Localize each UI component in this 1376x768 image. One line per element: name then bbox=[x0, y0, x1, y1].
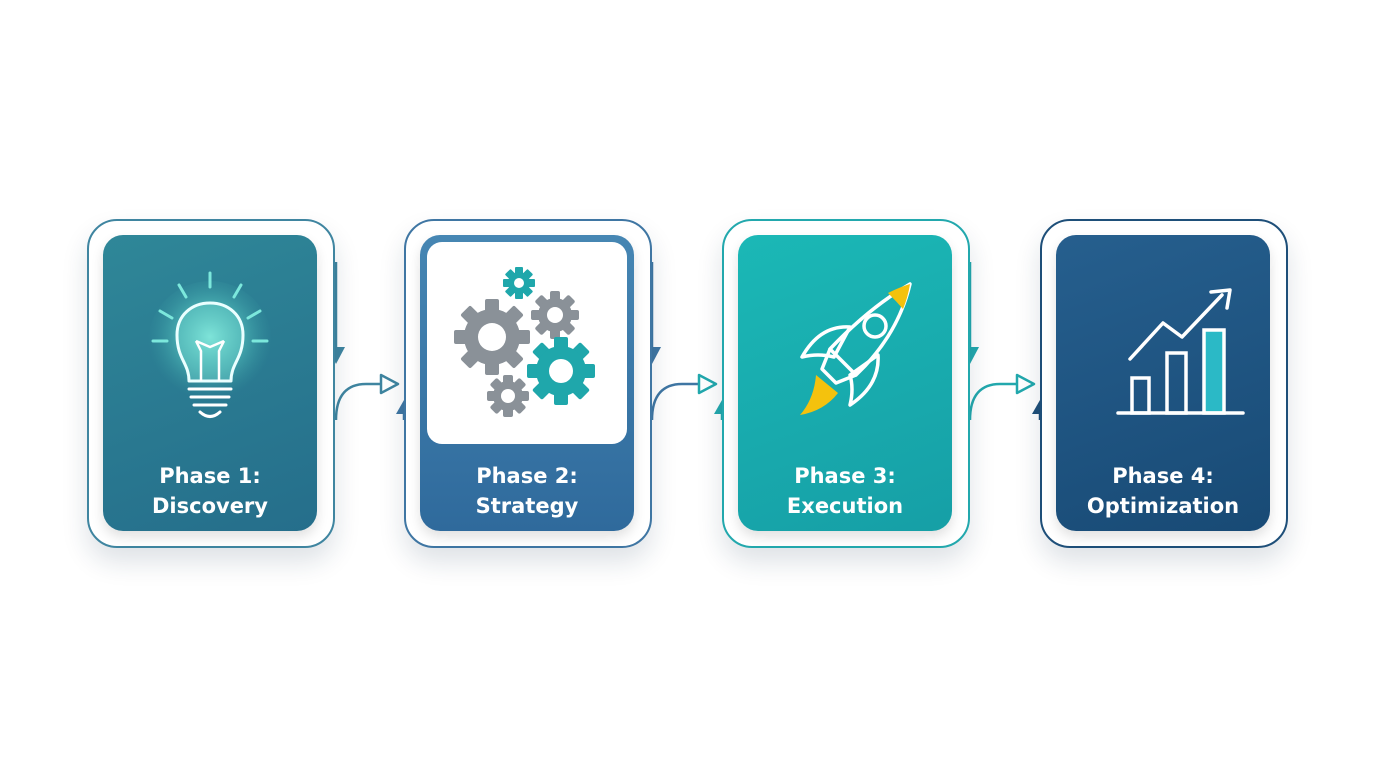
phase-4-subtitle: Optimization bbox=[1086, 494, 1240, 518]
phase-1-card[interactable]: Phase 1: Discovery bbox=[103, 235, 317, 531]
phase-3-card[interactable]: Phase 3: Execution bbox=[738, 235, 952, 531]
phase-1-frame: Phase 1: Discovery bbox=[87, 219, 335, 548]
lightbulb-icon bbox=[148, 271, 272, 418]
phase-2-subtitle: Strategy bbox=[475, 494, 579, 518]
rocket-icon bbox=[800, 282, 912, 415]
connector-1-2 bbox=[327, 262, 412, 421]
phase-2-card[interactable]: Phase 2: Strategy bbox=[420, 235, 634, 531]
phase-4-title: Phase 4: bbox=[1112, 464, 1214, 488]
connector-2-3 bbox=[643, 262, 730, 421]
growth-chart-icon bbox=[1116, 288, 1245, 415]
phase-3-frame: Phase 3: Execution bbox=[722, 219, 970, 548]
phase-3-subtitle: Execution bbox=[786, 494, 904, 518]
phase-1-label: Phase 1: Discovery bbox=[103, 461, 317, 521]
gears-icon bbox=[454, 267, 595, 417]
phase-1-title: Phase 1: bbox=[159, 464, 261, 488]
phase-2-title: Phase 2: bbox=[476, 464, 578, 488]
phase-4-label: Phase 4: Optimization bbox=[1056, 461, 1270, 521]
phase-1-subtitle: Discovery bbox=[152, 494, 268, 518]
phase-3-label: Phase 3: Execution bbox=[738, 461, 952, 521]
phase-2-label: Phase 2: Strategy bbox=[420, 461, 634, 521]
connector-3-4 bbox=[961, 262, 1048, 421]
phase-4-frame: Phase 4: Optimization bbox=[1040, 219, 1288, 548]
phase-2-frame: Phase 2: Strategy bbox=[404, 219, 652, 548]
phase-3-title: Phase 3: bbox=[794, 464, 896, 488]
phase-4-card[interactable]: Phase 4: Optimization bbox=[1056, 235, 1270, 531]
